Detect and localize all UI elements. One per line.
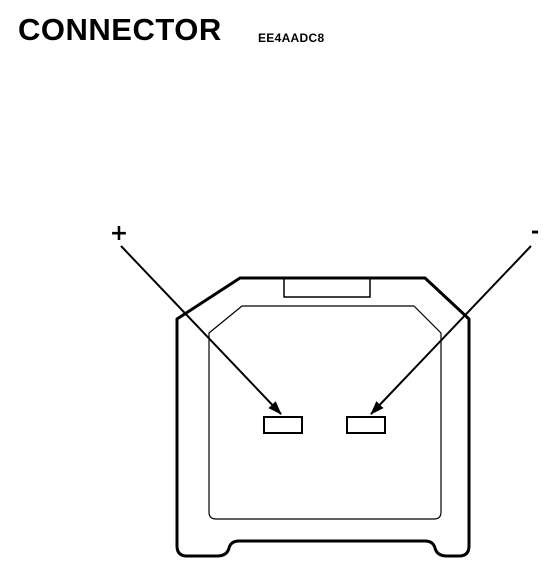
positive-terminal-label: + (110, 221, 128, 246)
positive-leader-arrow (120, 245, 282, 415)
negative-leader-arrow (370, 245, 532, 415)
terminal-pin-positive (263, 416, 303, 434)
negative-terminal-label: - (531, 219, 539, 243)
terminal-pin-negative (346, 416, 386, 434)
connector-code: EE4AADC8 (258, 31, 325, 45)
connector-cavity-inner (208, 305, 442, 520)
connector-lock-tab (283, 279, 371, 298)
connector-housing-outer (175, 276, 471, 558)
page-title: CONNECTOR (18, 12, 222, 47)
